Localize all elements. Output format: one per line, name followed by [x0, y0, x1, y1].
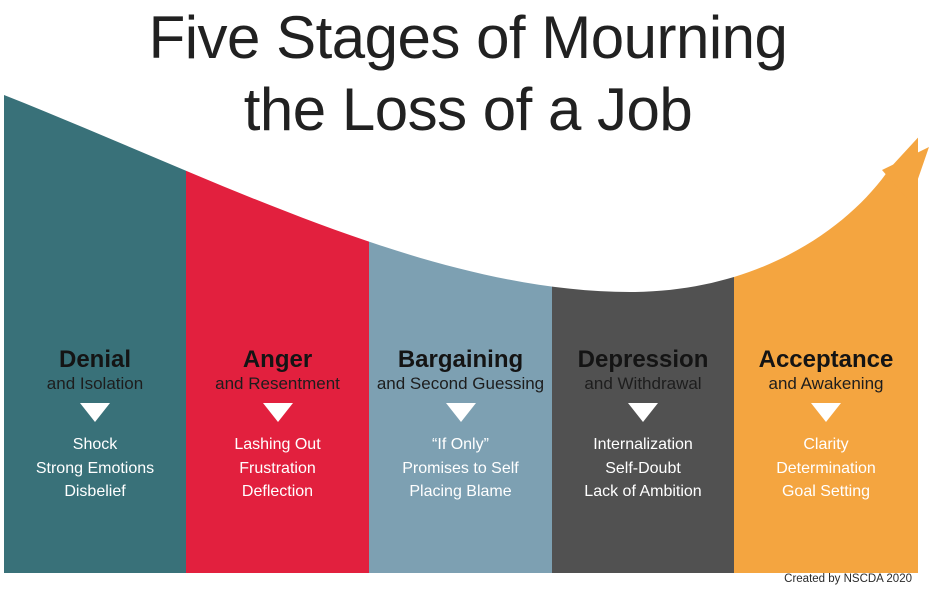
- stage-bargaining: Bargaining and Second Guessing “If Only”…: [369, 346, 552, 504]
- down-triangle-icon: [80, 403, 110, 422]
- stage-denial: Denial and Isolation Shock Strong Emotio…: [4, 346, 186, 504]
- stage-subtitle: and Resentment: [215, 374, 340, 393]
- stage-item: Disbelief: [64, 483, 126, 500]
- stage-item: Self-Doubt: [605, 459, 681, 477]
- stage-subtitle: and Withdrawal: [584, 374, 702, 393]
- down-triangle-icon: [262, 403, 293, 422]
- stage-acceptance: Acceptance and Awakening Clarity Determi…: [734, 346, 918, 504]
- stage-item: Lashing Out: [234, 436, 321, 453]
- column-shape-denial: [4, 88, 186, 573]
- credit-text: Created by NSCDA 2020: [784, 573, 912, 585]
- stage-name: Acceptance: [758, 346, 894, 373]
- stage-item: Promises to Self: [402, 459, 519, 477]
- stage-subtitle: and Isolation: [46, 374, 144, 393]
- stage-item: Clarity: [803, 436, 849, 453]
- arrow-head-icon: [882, 147, 929, 202]
- stage-item: “If Only”: [432, 436, 489, 453]
- stage-name: Depression: [577, 346, 709, 373]
- stage-name: Denial: [58, 346, 132, 373]
- page-title-line1: Five Stages of Mourning: [148, 4, 788, 71]
- page-title-line2: the Loss of a Job: [243, 76, 693, 143]
- stage-item: Internalization: [593, 436, 693, 453]
- stage-item: Determination: [776, 459, 876, 477]
- page-title: Five Stages of Mourning the Loss of a Jo…: [0, 2, 936, 146]
- stage-item: Placing Blame: [409, 483, 512, 500]
- stage-depression: Depression and Withdrawal Internalizatio…: [552, 346, 734, 504]
- stage-name: Anger: [242, 346, 313, 373]
- down-triangle-icon: [811, 403, 841, 422]
- down-triangle-icon: [628, 403, 658, 422]
- stage-item: Deflection: [241, 483, 314, 500]
- stage-item: Frustration: [239, 459, 316, 477]
- stage-item: Lack of Ambition: [584, 483, 702, 500]
- swoosh-white-curve: [0, 0, 936, 292]
- stage-item: Goal Setting: [781, 483, 871, 500]
- stage-item: Shock: [72, 436, 118, 453]
- stage-name: Bargaining: [397, 346, 524, 373]
- stage-subtitle: and Awakening: [768, 374, 884, 393]
- stage-item: Strong Emotions: [35, 459, 155, 477]
- down-triangle-icon: [445, 403, 476, 422]
- stage-subtitle: and Second Guessing: [376, 374, 545, 393]
- stage-anger: Anger and Resentment Lashing Out Frustra…: [186, 346, 369, 504]
